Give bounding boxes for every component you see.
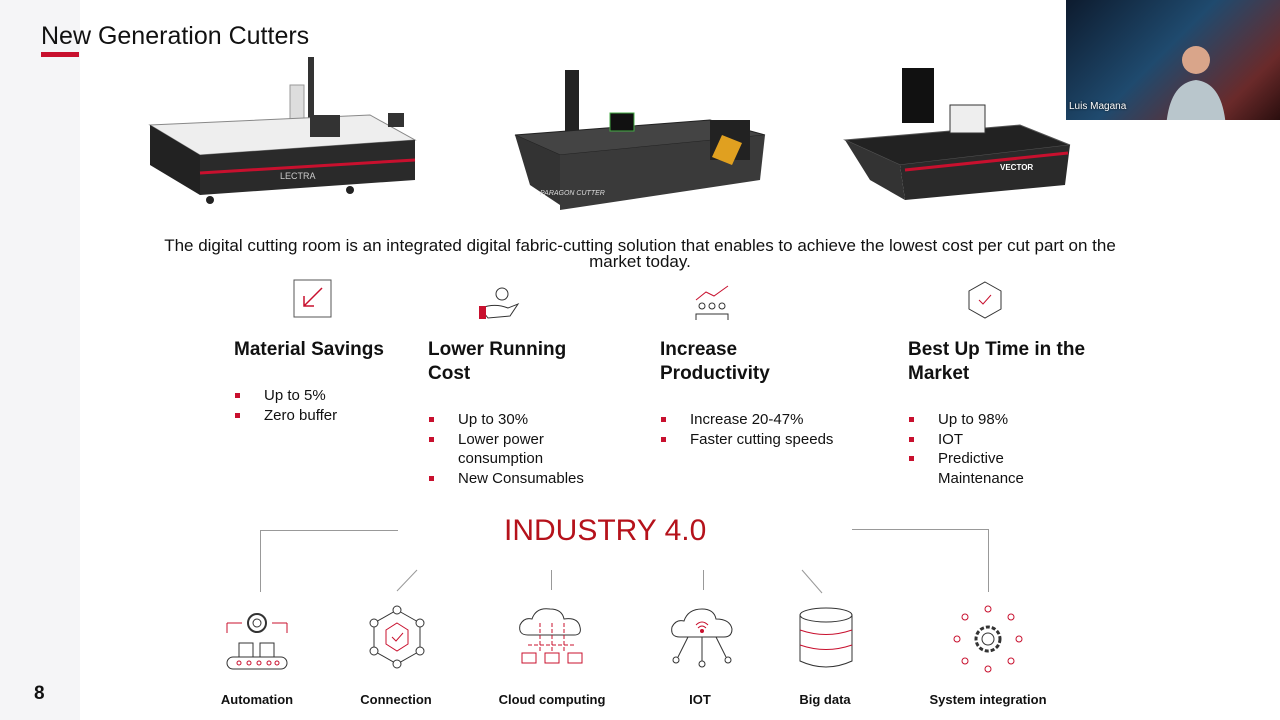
connector-line [260, 530, 261, 592]
industry-item-label: IOT [689, 692, 711, 707]
feature-bullet: New Consumables [428, 469, 603, 489]
connector-line [260, 530, 398, 531]
industry-item-label: Big data [799, 692, 851, 707]
feature-title: Material Savings [234, 339, 384, 360]
connector-line [801, 569, 823, 594]
industry-title: INDUSTRY 4.0 [504, 514, 707, 547]
hand-coin-icon [479, 287, 520, 319]
arrow-down-left-icon [293, 279, 332, 318]
paragon-cutter-image: PARAGON CUTTER [514, 70, 766, 210]
team-growth-icon [695, 285, 729, 320]
iot-cloud-icon [671, 608, 733, 668]
feature-bullet: Up to 5% [234, 386, 409, 406]
feature-bullet: Increase 20-47% [660, 410, 860, 430]
participant-avatar [1166, 46, 1226, 120]
database-icon [799, 607, 853, 668]
feature-bullet: Up to 98% [908, 410, 1048, 430]
feature-bullet: Predictive Maintenance [908, 449, 1048, 488]
automation-icon [226, 613, 288, 670]
feature-lower-running-cost: Lower Running Cost Up to 30%Lower power … [428, 338, 603, 488]
feature-increase-productivity: Increase Productivity Increase 20-47%Fas… [660, 338, 860, 449]
vector-cutter-image: VECTOR [843, 68, 1071, 200]
participant-video-tile[interactable]: Luis Magana [1066, 0, 1280, 120]
lectra-cutter-image: LECTRA [148, 57, 417, 204]
cloud-computing-icon [519, 608, 583, 664]
feature-title: Increase Productivity [660, 339, 770, 384]
lectra-logo: LECTRA [280, 171, 316, 181]
connection-icon [369, 605, 425, 669]
feature-bullet: Lower power consumption [428, 430, 603, 469]
connector-line [988, 529, 989, 592]
slide-title: New Generation Cutters [41, 22, 310, 50]
industry-item-label: Connection [360, 692, 432, 707]
paragon-logo: PARAGON CUTTER [540, 190, 605, 197]
connector-line [396, 569, 418, 592]
industry-item-label: Automation [220, 692, 294, 707]
feature-bullet: Faster cutting speeds [660, 430, 860, 450]
participant-name: Luis Magana [1069, 101, 1127, 112]
slide-left-margin [0, 0, 80, 720]
network-check-icon [968, 281, 1002, 319]
connector-line [703, 570, 704, 590]
slide-description: The digital cutting room is an integrate… [164, 236, 1116, 271]
page-number: 8 [34, 683, 45, 704]
connector-line [551, 570, 552, 590]
gear-network-icon [953, 605, 1023, 673]
industry-item-label: System integration [929, 692, 1047, 707]
feature-bullet: Up to 30% [428, 410, 603, 430]
feature-bullet: IOT [908, 430, 1048, 450]
feature-material-savings: Material Savings Up to 5%Zero buffer [234, 338, 409, 425]
title-underline [41, 52, 79, 57]
feature-bullet: Zero buffer [234, 406, 409, 426]
feature-title: Lower Running Cost [428, 339, 567, 384]
vector-logo: VECTOR [1000, 163, 1033, 172]
industry-item-label: Cloud computing [498, 692, 606, 707]
connector-line [852, 529, 989, 530]
feature-title: Best Up Time in the Market [908, 339, 1086, 384]
